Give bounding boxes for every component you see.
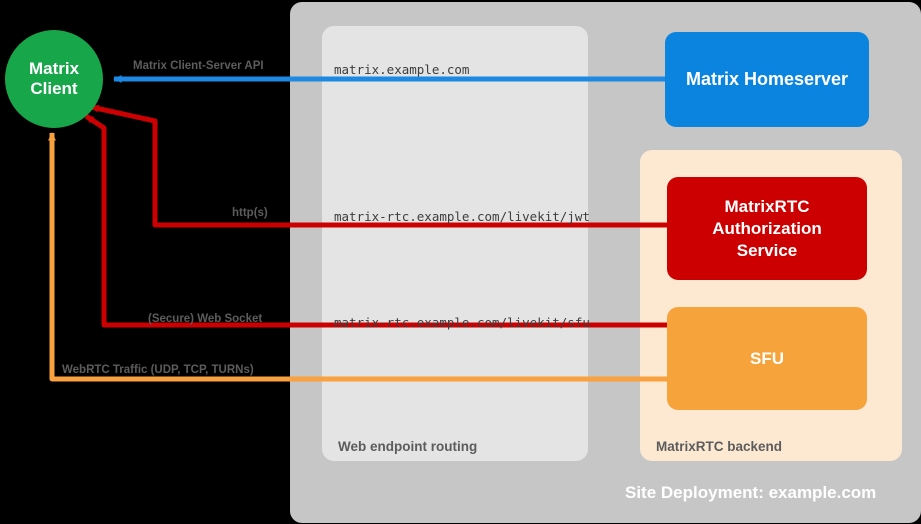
- node-matrix-homeserver[interactable]: Matrix Homeserver: [665, 32, 869, 127]
- sfu-label: SFU: [750, 348, 784, 368]
- auth-service-label-line2: Authorization: [712, 218, 822, 238]
- edge-jwt-http: [90, 104, 675, 229]
- auth-service-label-line3: Service: [736, 240, 798, 260]
- matrix-client-label-line2: Client: [30, 79, 78, 98]
- node-matrix-client[interactable]: Matrix Client: [5, 30, 103, 128]
- endpoint-label-livekit-sfu: matrix-rtc.example.com/livekit/sfu: [334, 315, 590, 330]
- auth-service-label-line1: MatrixRTC: [724, 196, 810, 216]
- endpoint-label-livekit-jwt: matrix-rtc.example.com/livekit/jwt: [334, 209, 590, 224]
- caption-matrixrtc-backend: MatrixRTC backend: [656, 439, 783, 454]
- node-sfu[interactable]: SFU: [667, 307, 867, 410]
- matrix-client-label-line1: Matrix: [28, 59, 80, 78]
- matrix-homeserver-label: Matrix Homeserver: [685, 69, 849, 89]
- edge-label-http: http(s): [232, 207, 268, 219]
- edge-webrtc-traffic: [48, 132, 675, 383]
- endpoint-label-matrix-example-com: matrix.example.com: [334, 62, 470, 77]
- caption-web-endpoint-routing: Web endpoint routing: [338, 439, 478, 454]
- edge-label-webrtc-traffic: WebRTC Traffic (UDP, TCP, TURNs): [62, 364, 254, 376]
- edge-label-client-server-api: Matrix Client-Server API: [133, 60, 264, 72]
- node-matrixrtc-authorization-service[interactable]: MatrixRTC Authorization Service: [667, 177, 867, 280]
- caption-site-deployment: Site Deployment: example.com: [625, 483, 877, 502]
- edge-label-secure-websocket: (Secure) Web Socket: [148, 313, 263, 325]
